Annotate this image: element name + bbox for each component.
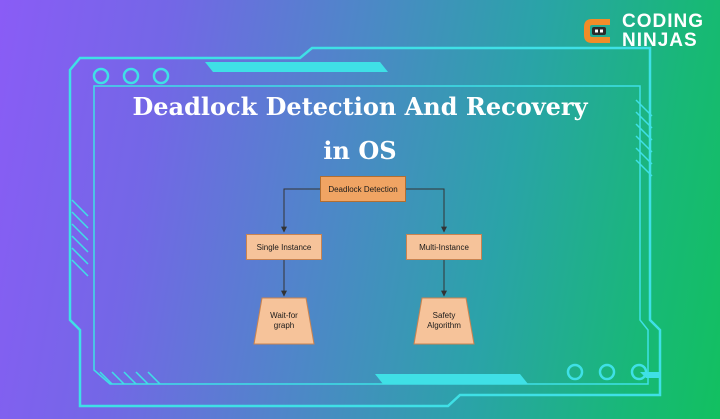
frame-dot [122,67,140,85]
frame-hatch [71,199,89,277]
label-line: Wait-for [270,311,298,320]
frame-dot [92,67,110,85]
label-line: Algorithm [427,321,461,330]
brand-name-line2: NINJAS [622,30,698,51]
node-multi-instance: Multi-Instance [406,234,482,260]
edge-root-multi [406,188,447,233]
page-subtitle: in OS [323,136,397,165]
ninja-logo-icon [584,19,610,43]
wait-for-graph-label: Wait-for graph [254,311,314,331]
frame-bar [640,372,660,378]
node-deadlock-detection: Deadlock Detection [320,176,406,202]
brand-name-line1: CODING [622,11,704,32]
brand-logo: CODING NINJAS [580,12,704,50]
label-line: Safety [432,311,456,320]
frame-hatch [635,99,653,177]
frame-outline [68,46,662,408]
node-wait-for-graph [253,297,315,345]
page-title: Deadlock Detection And Recovery [132,92,588,121]
frame-inner [93,85,649,385]
frame-bar [205,62,388,72]
frame-bar [375,374,528,384]
safety-algorithm-label: Safety Algorithm [414,311,474,331]
node-single-instance: Single Instance [246,234,322,260]
edge-root-single [281,188,320,233]
frame-dot [566,363,584,381]
frame-hatch [99,371,161,385]
node-safety-algorithm [413,297,475,345]
label-line: graph [273,321,295,330]
frame-dot [598,363,616,381]
frame-dot [152,67,170,85]
